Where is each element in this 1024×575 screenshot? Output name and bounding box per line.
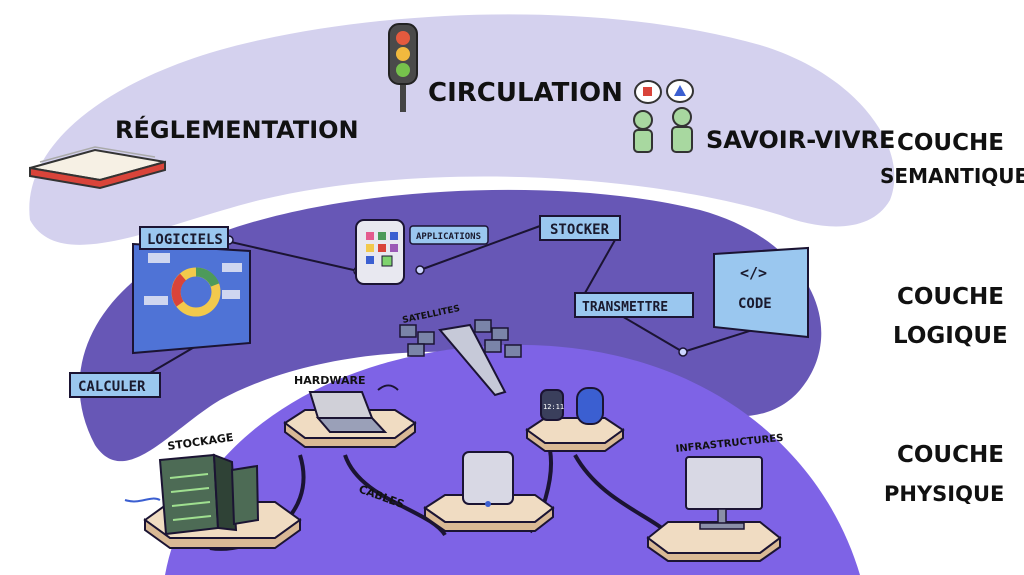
monitor-icon bbox=[685, 456, 763, 530]
code-label: CODE bbox=[738, 296, 772, 312]
software-screen-icon bbox=[132, 242, 251, 355]
tag-calculer: CALCULER bbox=[69, 372, 161, 398]
logiciels-label: LOGICIELS bbox=[147, 232, 223, 248]
watch-speaker-icon: 12:11 bbox=[540, 387, 604, 425]
physical-layer-title-1: COUCHE bbox=[897, 442, 1004, 468]
transmettre-label: TRANSMETTRE bbox=[582, 300, 668, 315]
applications-label: APPLICATIONS bbox=[416, 232, 481, 242]
stocker-label: STOCKER bbox=[550, 222, 610, 238]
semantic-layer-title-1: COUCHE bbox=[897, 130, 1004, 156]
tag-stocker: STOCKER bbox=[539, 215, 621, 241]
tablet-icon bbox=[462, 451, 514, 507]
physical-layer-title-2: PHYSIQUE bbox=[884, 482, 1004, 506]
people-talking-icon bbox=[633, 79, 694, 153]
phone-icon bbox=[355, 219, 405, 285]
laptop-icon bbox=[308, 384, 399, 433]
tag-logiciels: LOGICIELS bbox=[139, 226, 229, 250]
stockage-label: STOCKAGE bbox=[167, 431, 235, 453]
logical-layer-shape bbox=[79, 189, 822, 462]
code-symbol: </> bbox=[740, 264, 767, 282]
traffic-light-icon bbox=[388, 23, 418, 112]
book-icon bbox=[29, 146, 166, 190]
reglementation-label: RÉGLEMENTATION bbox=[115, 115, 359, 144]
circulation-label: CIRCULATION bbox=[428, 78, 623, 108]
logical-layer-title-2: LOGIQUE bbox=[893, 323, 1008, 349]
semantic-layer-shape bbox=[29, 14, 895, 245]
code-screen-icon: </> bbox=[713, 246, 809, 339]
watch-time: 12:11 bbox=[543, 403, 564, 411]
tag-transmettre: TRANSMETTRE bbox=[574, 292, 694, 318]
tag-applications: APPLICATIONS bbox=[409, 225, 489, 245]
server-icon bbox=[124, 453, 260, 536]
satellite-icon bbox=[399, 319, 522, 397]
savoir-vivre-label: SAVOIR-VIVRE bbox=[706, 126, 895, 154]
logical-layer-title-1: COUCHE bbox=[897, 284, 1004, 310]
semantic-layer-title-2: SEMANTIQUE bbox=[880, 164, 1024, 188]
hardware-label: HARDWARE bbox=[294, 374, 365, 387]
calculer-label: CALCULER bbox=[78, 379, 146, 395]
